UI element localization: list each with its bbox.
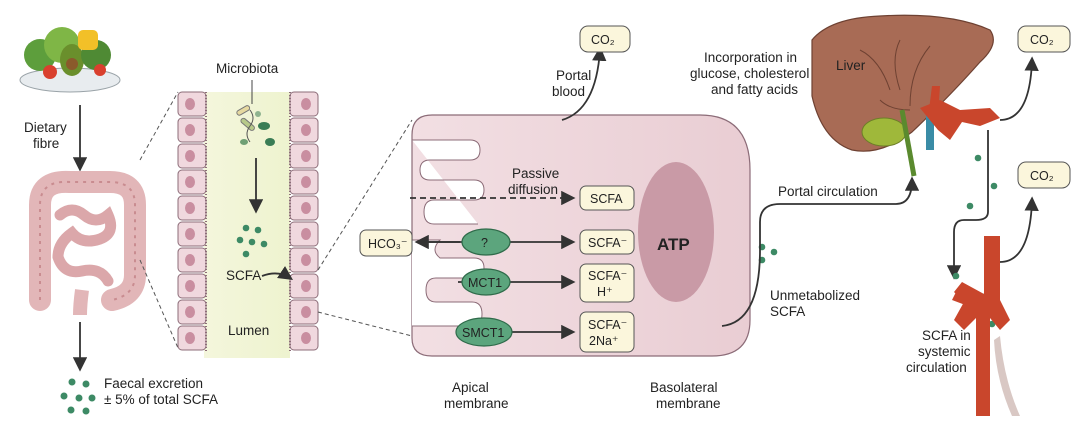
salad-bowl-icon [19,27,121,93]
unknown-transporter: ? [461,228,511,256]
svg-text:SCFA⁻: SCFA⁻ [588,236,627,250]
colon-icon [29,170,146,316]
co2-box-right-mid: CO₂ [1017,161,1071,189]
scfa-lumen-label: SCFA [226,268,261,283]
systemic-vessel-icon [952,236,1020,416]
liver-icon [811,14,1000,177]
scfa-box-1: SCFA [579,185,635,211]
microbiota-icon [236,80,275,146]
systemic-arrow [946,130,989,280]
scfa-box-2: SCFA⁻ [579,229,635,255]
svg-text:SMCT1: SMCT1 [462,326,504,340]
svg-text:SCFA⁻: SCFA⁻ [588,318,627,332]
scfa-systemic-label: SCFA in systemic circulation [906,328,975,375]
scfa-to-cell-arrow [261,266,293,280]
passive-diffusion-label: Passive diffusion [508,166,563,197]
svg-text:SCFA: SCFA [590,192,623,206]
portal-blood-label: Portal blood [552,68,595,99]
portal-blood-arrow [561,46,607,121]
svg-text:CO₂: CO₂ [591,33,615,47]
liver-co2-arrow [999,56,1039,121]
scfa-box-4: SCFA⁻ 2Na⁺ [579,311,635,353]
portal-circulation-arrow [721,176,920,327]
svg-text:2Na⁺: 2Na⁺ [589,334,619,348]
basolateral-membrane-label: Basolateral membrane [650,380,721,411]
mct1-transporter: MCT1 [461,268,511,296]
right-epithelium [289,91,319,352]
svg-text:CO₂: CO₂ [1030,33,1054,47]
svg-text:H⁺: H⁺ [597,285,613,299]
portal-circulation-label: Portal circulation [778,184,878,199]
svg-text:HCO₃⁻: HCO₃⁻ [368,237,407,251]
systemic-co2-arrow [999,196,1039,263]
unmetabolized-scfa-label: Unmetabolized SCFA [770,288,864,319]
faecal-excretion-label: Faecal excretion ± 5% of total SCFA [104,376,218,407]
scfa-box-3: SCFA⁻ H⁺ [579,263,635,303]
svg-text:SCFA⁻: SCFA⁻ [588,269,627,283]
unmetabolized-dots [758,243,778,264]
left-epithelium [177,91,207,352]
faecal-dots [60,378,96,415]
svg-text:MCT1: MCT1 [468,276,502,290]
co2-box-top: CO₂ [579,25,631,53]
liver-label: Liver [836,58,866,73]
hco3-box: HCO₃⁻ [359,229,413,257]
svg-text:?: ? [481,236,488,250]
scfa-lumen-dots [236,224,268,258]
co2-box-right-top: CO₂ [1017,25,1071,53]
microbiota-label: Microbiota [216,61,279,76]
atp-label: ATP [657,235,690,254]
smct1-transporter: SMCT1 [455,317,513,347]
apical-membrane-label: Apical membrane [444,380,509,411]
dietary-fibre-label: Dietary fibre [24,120,71,151]
incorporation-label: Incorporation in glucose, cholesterol an… [690,50,813,97]
lumen-label: Lumen [228,323,269,338]
svg-text:CO₂: CO₂ [1030,169,1054,183]
